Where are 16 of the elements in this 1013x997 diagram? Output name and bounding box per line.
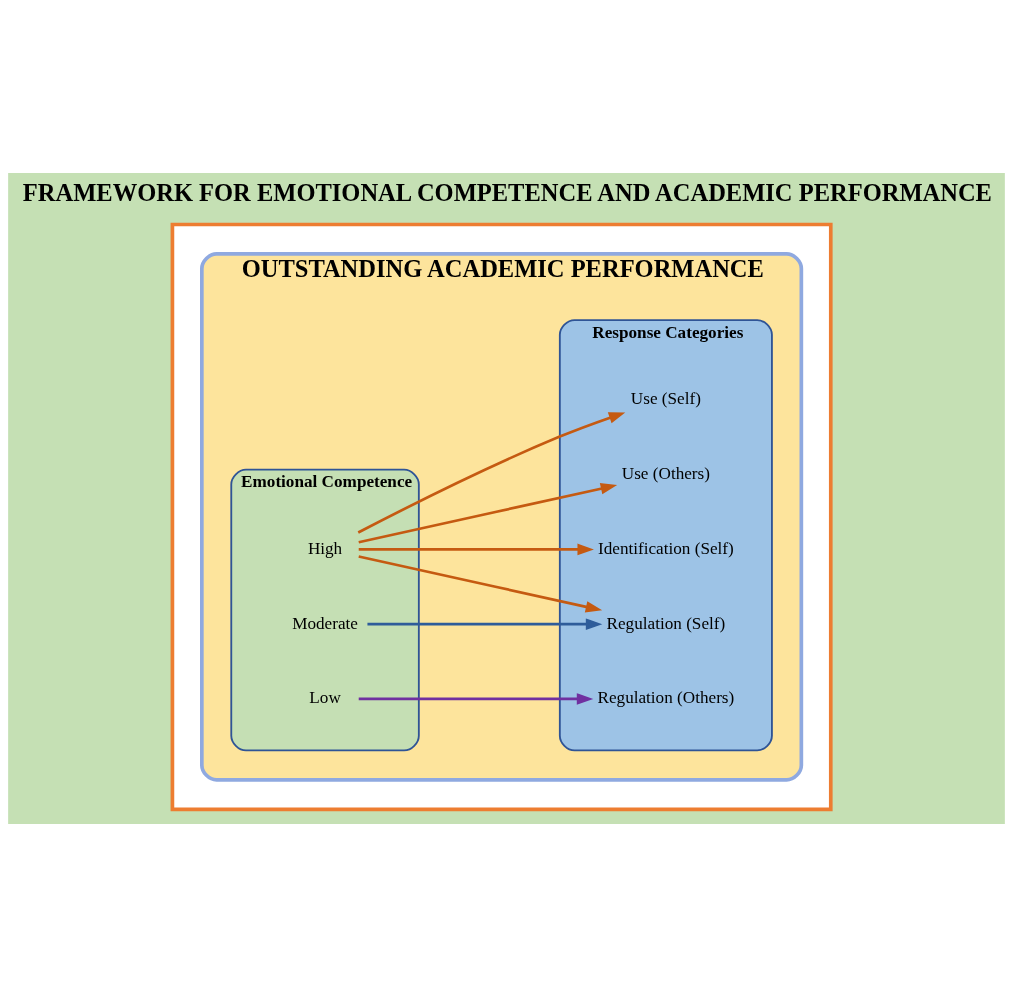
arrow — [358, 555, 603, 613]
arrow — [367, 618, 603, 630]
arrow — [357, 412, 626, 534]
node-text: High — [307, 538, 343, 558]
arrow — [358, 693, 594, 705]
node-text: Regulation (Others) — [597, 688, 735, 708]
diagram-title: FRAMEWORK FOR EMOTIONAL COMPETENCE AND ACADEMIC PERFORMANCE — [22, 179, 992, 207]
node-text: Use (Others) — [621, 464, 710, 484]
arrow — [358, 543, 594, 556]
node-text: Regulation (Self) — [606, 613, 726, 633]
cluster — [170, 222, 833, 812]
node-text: Identification (Self) — [597, 538, 734, 558]
arrow — [358, 483, 618, 544]
node-text: Low — [309, 688, 341, 708]
node-text: Moderate — [292, 613, 358, 633]
node-text: Use (Self) — [630, 389, 701, 409]
